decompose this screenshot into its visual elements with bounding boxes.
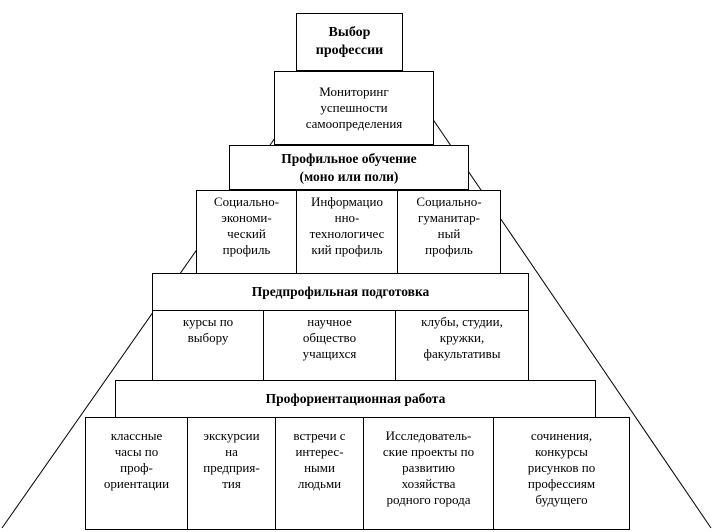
- profile-info-tech: Информацио нно- технологичес кий профиль: [296, 190, 398, 274]
- career-item-meetings: встречи с интерес- ными людьми: [275, 417, 364, 530]
- preprofile-item-scientific-society: научное общество учащихся: [263, 310, 396, 381]
- preprofile-items-row: курсы по выбору научное общество учащихс…: [152, 310, 529, 381]
- preprofile-item-courses: курсы по выбору: [152, 310, 264, 381]
- career-item-excursions: экскурсии на предприя- тия: [187, 417, 276, 530]
- preprofile-box: Предпрофильная подготовка: [152, 273, 529, 311]
- career-items-row: классные часы по проф- ориентации экскур…: [85, 417, 630, 530]
- career-item-essays-contests: сочинения, конкурсы рисунков по професси…: [493, 417, 630, 530]
- pyramid-right-edge: [431, 117, 712, 529]
- profile-training-box: Профильное обучение (моно или поли): [229, 145, 469, 190]
- preprofile-item-clubs: клубы, студии, кружки, факультативы: [395, 310, 529, 381]
- career-guidance-box: Профориентационная работа: [115, 380, 596, 418]
- profile-socio-economic: Социально- экономи- ческий профиль: [196, 190, 297, 274]
- profiles-row: Социально- экономи- ческий профиль Инфор…: [196, 190, 501, 274]
- career-item-class-hours: классные часы по проф- ориентации: [85, 417, 188, 530]
- career-item-research-projects: Исследователь- ские проекты по развитию …: [363, 417, 494, 530]
- profile-socio-humanitarian: Социально- гуманитар- ный профиль: [397, 190, 501, 274]
- career-choice-box: Выбор профессии: [296, 13, 403, 71]
- monitoring-box: Мониторинг успешности самоопределения: [274, 71, 434, 145]
